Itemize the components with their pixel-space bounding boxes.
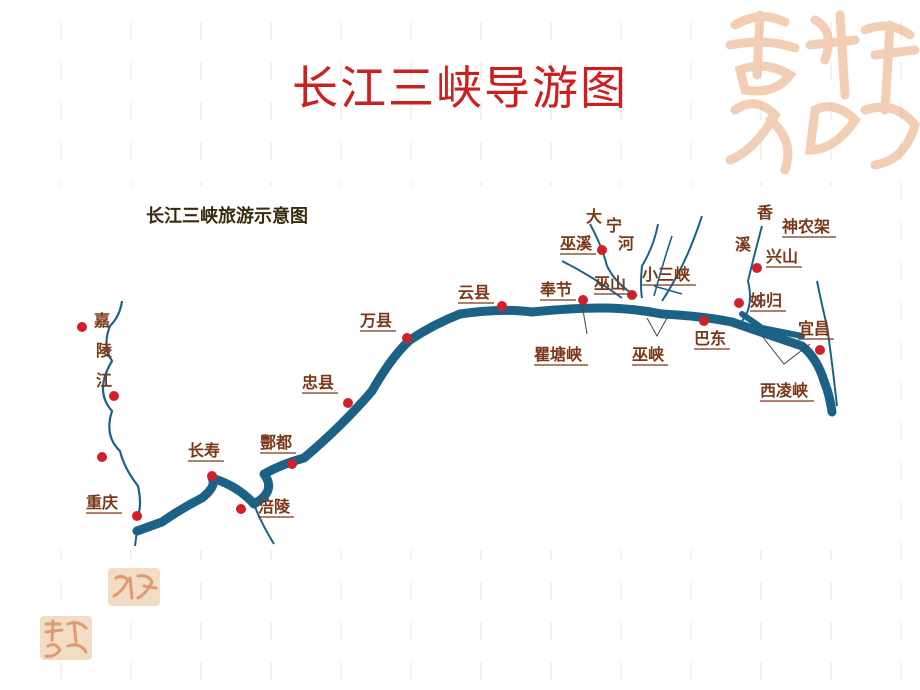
city-dot-fuling [236, 504, 246, 514]
label-daning-2: 宁 [606, 216, 622, 235]
label-chongqing: 重庆 [86, 493, 118, 512]
city-dot-jialing-2 [109, 391, 119, 401]
tributary-link [653, 285, 683, 295]
label-yichang: 宜昌 [798, 319, 830, 338]
label-daning-3: 河 [618, 234, 634, 253]
label-badong: 巴东 [694, 329, 726, 348]
label-wuxi: 巫溪 [560, 234, 593, 253]
label-xingshan: 兴山 [766, 247, 798, 266]
xilingxia-pointer [761, 335, 811, 365]
seal-decoration-small-2 [40, 616, 92, 660]
label-yunxian: 云县 [458, 283, 490, 302]
map-panel: 长江三峡旅游示意图 [42, 186, 842, 550]
jialing-river [101, 300, 142, 517]
yangtze-river [132, 303, 837, 536]
seal-decoration-large [725, 10, 920, 175]
label-zigui: 姊归 [750, 291, 782, 310]
label-fuling: 涪陵 [258, 497, 291, 516]
label-wanxian: 万县 [359, 311, 392, 330]
city-dot-xingshan [752, 263, 762, 273]
qutangxia-pointer [581, 303, 588, 335]
label-wushan: 巫山 [594, 274, 626, 293]
river-branch-sw [134, 530, 138, 547]
city-dot-zhongxian [343, 398, 353, 408]
xiangxi-river [741, 225, 763, 322]
label-xilingxia: 西凌峡 [760, 381, 808, 400]
label-xiangxi-2: 溪 [735, 235, 752, 254]
yangtze-river-lower [739, 311, 805, 339]
wuxia-pointer [646, 317, 668, 338]
city-dot-jialingjiang [77, 322, 87, 332]
city-dot-fengdu [287, 459, 297, 469]
label-fengjie: 奉节 [539, 280, 572, 299]
city-dot-yunxian [497, 301, 507, 311]
label-changshou: 长寿 [188, 441, 220, 460]
tributary-north [640, 223, 659, 299]
label-daning-1: 大 [586, 207, 602, 226]
tributary-ne-2 [653, 235, 673, 297]
city-dot-wuxi [597, 245, 607, 255]
map-caption: 长江三峡旅游示意图 [146, 205, 308, 227]
map-svg: 长江三峡旅游示意图 [77, 203, 838, 547]
city-dot-fengjie [578, 295, 588, 305]
label-fengdu: 酆都 [260, 433, 292, 452]
daning-river [589, 223, 638, 297]
city-dot-changshou [207, 471, 217, 481]
label-jialing-1: 嘉 [93, 311, 110, 330]
label-xiaosanxia: 小三峡 [642, 265, 690, 284]
city-dot-badong [699, 316, 709, 326]
city-dot-jialing-3 [97, 452, 107, 462]
label-jialing-2: 陵 [96, 341, 113, 360]
label-shennongjia: 神农架 [782, 217, 830, 236]
label-zhongxian: 忠县 [302, 373, 334, 392]
city-dot-zigui [734, 298, 744, 308]
seal-decoration-small [108, 568, 160, 606]
label-wuxia: 巫峡 [632, 345, 664, 364]
city-dot-chongqing [132, 511, 142, 521]
wu-river [253, 503, 275, 545]
city-dot-wushan [627, 290, 637, 300]
city-dot-wanxian [402, 333, 412, 343]
slide-title: 长江三峡导游图 [292, 61, 628, 115]
tributary-ne [661, 215, 703, 302]
label-qutangxia: 瞿塘峡 [533, 345, 582, 364]
tributary-yichang [816, 280, 838, 407]
city-dot-yichang [815, 345, 825, 355]
label-xiangxi-1: 香 [756, 203, 774, 222]
label-jialing-3: 江 [96, 371, 112, 390]
